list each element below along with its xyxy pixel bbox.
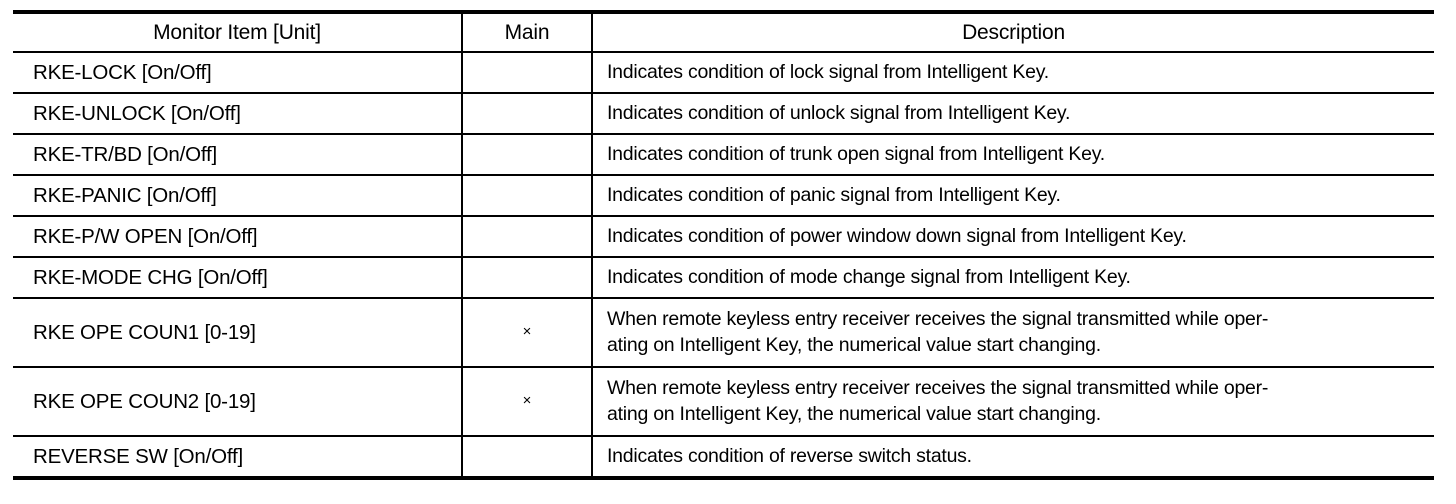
cell-main-mark — [462, 52, 593, 94]
cell-description: Indicates condition of reverse switch st… — [592, 436, 1434, 480]
monitor-item-table: Monitor Item [Unit] Main Description RKE… — [13, 10, 1434, 480]
cell-description: Indicates condition of power window down… — [592, 216, 1434, 258]
column-header-monitor-item: Monitor Item [Unit] — [13, 10, 463, 53]
cell-monitor-item: RKE OPE COUN1 [0-19] — [13, 298, 463, 368]
table-row: RKE-MODE CHG [On/Off] Indicates conditio… — [13, 257, 1434, 299]
table-row: RKE-TR/BD [On/Off] Indicates condition o… — [13, 134, 1434, 176]
cell-monitor-item: RKE-LOCK [On/Off] — [13, 52, 463, 94]
description-text: Indicates condition of reverse switch st… — [607, 444, 972, 467]
cell-monitor-item: REVERSE SW [On/Off] — [13, 436, 463, 480]
description-text: Indicates condition of panic signal from… — [607, 183, 1061, 206]
cell-description: When remote keyless entry receiver recei… — [592, 298, 1434, 368]
cell-monitor-item: RKE-TR/BD [On/Off] — [13, 134, 463, 176]
description-text: Indicates condition of power window down… — [607, 224, 1187, 247]
table-header: Monitor Item [Unit] Main Description — [13, 10, 1434, 53]
cell-description: Indicates condition of mode change signa… — [592, 257, 1434, 299]
table-row: RKE-UNLOCK [On/Off] Indicates condition … — [13, 93, 1434, 135]
cell-main-mark — [462, 216, 593, 258]
cell-monitor-item: RKE-P/W OPEN [On/Off] — [13, 216, 463, 258]
cell-monitor-item: RKE OPE COUN2 [0-19] — [13, 367, 463, 437]
main-mark-value: × — [522, 323, 532, 341]
table-row: REVERSE SW [On/Off] Indicates condition … — [13, 436, 1434, 480]
description-line-1: When remote keyless entry receiver recei… — [607, 376, 1269, 399]
column-header-description: Description — [592, 10, 1434, 53]
table-row: RKE-PANIC [On/Off] Indicates condition o… — [13, 175, 1434, 217]
cell-description: Indicates condition of lock signal from … — [592, 52, 1434, 94]
description-line-1: When remote keyless entry receiver recei… — [607, 307, 1269, 330]
cell-main-mark — [462, 93, 593, 135]
cell-main-mark — [462, 436, 593, 480]
table-body: RKE-LOCK [On/Off] Indicates condition of… — [13, 52, 1434, 480]
cell-description: Indicates condition of panic signal from… — [592, 175, 1434, 217]
description-text: Indicates condition of lock signal from … — [607, 60, 1049, 83]
description-text: Indicates condition of mode change signa… — [607, 265, 1131, 288]
cell-monitor-item: RKE-MODE CHG [On/Off] — [13, 257, 463, 299]
table-row: RKE-LOCK [On/Off] Indicates condition of… — [13, 52, 1434, 94]
header-row: Monitor Item [Unit] Main Description — [13, 10, 1434, 53]
cell-description: Indicates condition of unlock signal fro… — [592, 93, 1434, 135]
cell-main-mark — [462, 134, 593, 176]
cell-main-mark — [462, 257, 593, 299]
table-row: RKE OPE COUN2 [0-19] × When remote keyle… — [13, 367, 1434, 437]
cell-monitor-item: RKE-UNLOCK [On/Off] — [13, 93, 463, 135]
description-line-2: ating on Intelligent Key, the numerical … — [607, 333, 1101, 356]
cell-monitor-item: RKE-PANIC [On/Off] — [13, 175, 463, 217]
description-text: Indicates condition of trunk open signal… — [607, 142, 1105, 165]
cell-main-mark: × — [462, 298, 593, 368]
cell-description: When remote keyless entry receiver recei… — [592, 367, 1434, 437]
table-row: RKE OPE COUN1 [0-19] × When remote keyle… — [13, 298, 1434, 368]
cell-main-mark — [462, 175, 593, 217]
description-line-2: ating on Intelligent Key, the numerical … — [607, 402, 1101, 425]
table-row: RKE-P/W OPEN [On/Off] Indicates conditio… — [13, 216, 1434, 258]
main-mark-value: × — [522, 392, 532, 410]
cell-description: Indicates condition of trunk open signal… — [592, 134, 1434, 176]
description-text: Indicates condition of unlock signal fro… — [607, 101, 1071, 124]
cell-main-mark: × — [462, 367, 593, 437]
column-header-main: Main — [462, 10, 593, 53]
